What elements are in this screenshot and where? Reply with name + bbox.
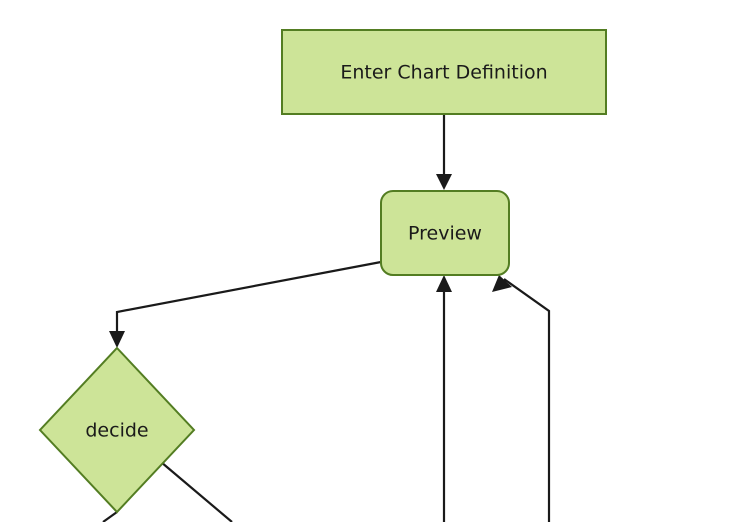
edge-preview-decide[interactable] [109, 260, 382, 348]
edge-enter-preview[interactable] [436, 114, 452, 190]
edge-bottom-center-preview-arrowhead [436, 275, 452, 292]
edge-decide-out-left[interactable] [102, 511, 118, 522]
edge-layer [102, 114, 551, 522]
node-enter-chart-definition[interactable]: Enter Chart Definition [281, 29, 607, 115]
node-preview-label: Preview [408, 223, 482, 245]
node-enter-chart-definition-shape [281, 29, 607, 115]
node-layer: Enter Chart Definition Preview decide [38, 29, 607, 514]
edge-bottom-right-preview[interactable] [492, 275, 551, 522]
node-preview[interactable]: Preview [380, 190, 510, 276]
edge-bottom-center-preview[interactable] [436, 275, 452, 522]
node-decide-shape [38, 346, 196, 514]
node-decide[interactable]: decide [38, 346, 196, 514]
edge-enter-preview-arrowhead [436, 174, 452, 190]
edge-preview-decide-line [115, 260, 382, 342]
edge-decide-out-right-line [160, 461, 233, 522]
edge-bottom-right-preview-line [503, 278, 551, 522]
node-preview-shape [380, 190, 510, 276]
edge-bottom-right-preview-arrowhead [492, 275, 512, 292]
edge-preview-decide-arrowhead [109, 331, 125, 348]
edge-decide-out-right[interactable] [160, 461, 233, 522]
node-decide-label: decide [85, 420, 148, 442]
node-enter-chart-definition-label: Enter Chart Definition [340, 62, 547, 84]
edge-decide-out-left-line [102, 511, 118, 522]
